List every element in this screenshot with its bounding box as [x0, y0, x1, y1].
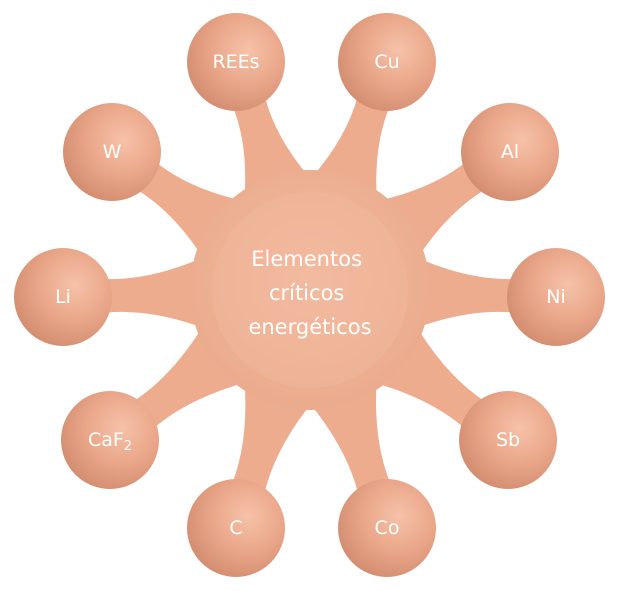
satellite-label-li: Li [55, 286, 71, 308]
center-node [212, 192, 408, 388]
center-line-1: Elementos [251, 247, 362, 271]
satellite-label-text-cu: Cu [374, 51, 399, 73]
satellite-node-w: W [63, 103, 161, 201]
satellite-label-text-c: C [229, 517, 242, 539]
satellite-node-caf2: CaF2 [61, 391, 159, 489]
satellite-node-ni: Ni [507, 248, 605, 346]
satellite-label-text-co: Co [375, 517, 400, 539]
center-line-3: energéticos [248, 315, 371, 339]
satellite-node-al: Al [461, 103, 559, 201]
satellite-node-cu: Cu [338, 13, 436, 111]
satellite-label-sb: Sb [496, 429, 520, 451]
satellite-circle-cu [338, 13, 436, 111]
satellite-node-rees: REEs [187, 13, 285, 111]
satellite-label-cu: Cu [374, 51, 399, 73]
satellite-label-text-caf2: CaF [88, 429, 124, 451]
satellite-circle-sb [459, 391, 557, 489]
satellite-circle-li [14, 248, 112, 346]
satellite-node-sb: Sb [459, 391, 557, 489]
satellite-label-text-w: W [103, 141, 122, 163]
satellite-label-text-al: Al [501, 141, 519, 163]
center-line-2: críticos [269, 281, 344, 305]
satellite-label-c: C [229, 517, 242, 539]
satellite-label-co: Co [375, 517, 400, 539]
satellite-circle-al [461, 103, 559, 201]
satellite-label-text-ni: Ni [546, 286, 566, 308]
satellite-label-w: W [103, 141, 122, 163]
satellite-circle-caf2 [61, 391, 159, 489]
satellite-label-text-li: Li [55, 286, 71, 308]
satellite-node-c: C [187, 479, 285, 577]
satellite-label-al: Al [501, 141, 519, 163]
center-label: Elementos críticos energéticos [248, 247, 371, 339]
satellite-circle-ni [507, 248, 605, 346]
satellite-label-rees: REEs [212, 51, 259, 73]
satellite-node-li: Li [14, 248, 112, 346]
satellite-label-caf2: CaF2 [88, 429, 132, 454]
satellite-circle-rees [187, 13, 285, 111]
satellite-circle-c [187, 479, 285, 577]
satellite-circle-co [338, 479, 436, 577]
satellite-circle-w [63, 103, 161, 201]
satellite-label-ni: Ni [546, 286, 566, 308]
satellite-label-text-sb: Sb [496, 429, 520, 451]
satellite-label-text-rees: REEs [212, 51, 259, 73]
satellite-node-co: Co [338, 479, 436, 577]
satellite-label-subscript-caf2: 2 [124, 439, 132, 454]
